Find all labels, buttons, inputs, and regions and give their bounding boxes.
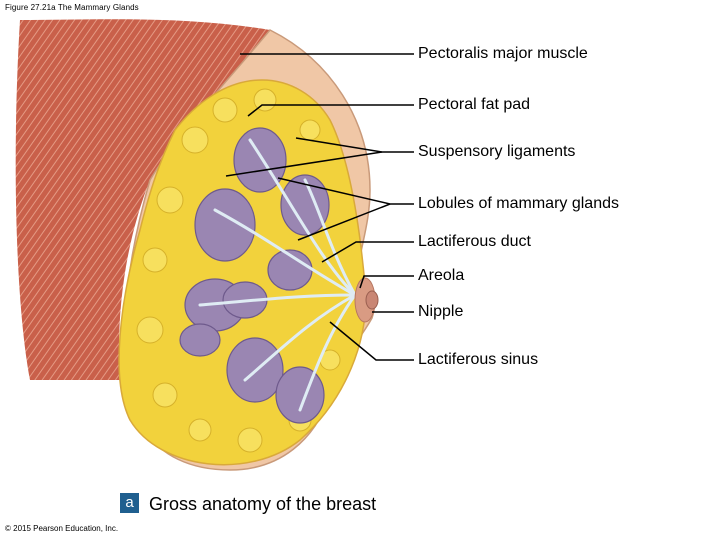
label-suspensory-ligaments: Suspensory ligaments [418, 143, 576, 160]
copyright-notice: © 2015 Pearson Education, Inc. [5, 524, 119, 533]
label-lobules-of-mammary-glands: Lobules of mammary glands [418, 195, 619, 212]
leader-line-fat-pad [247, 104, 414, 117]
label-nipple: Nipple [418, 303, 464, 320]
label-pectoral-fat-pad: Pectoral fat pad [418, 96, 531, 113]
leader-line-lobules-2 [297, 203, 391, 241]
figure-caption: Figure 27.21a The Mammary Glands [5, 3, 139, 12]
leader-line-lactiferous-duct [321, 241, 414, 263]
panel-letter-badge: a [120, 493, 139, 513]
nipple-shape [365, 290, 379, 310]
label-pectoralis-major-muscle: Pectoralis major muscle [418, 45, 588, 62]
label-lactiferous-duct: Lactiferous duct [418, 233, 531, 250]
leader-line-areola [359, 275, 414, 289]
leader-line-lactiferous-sinus [329, 321, 414, 361]
label-lactiferous-sinus: Lactiferous sinus [418, 351, 539, 368]
leader-line-suspensory-2 [225, 151, 383, 177]
label-areola: Areola [418, 267, 465, 284]
panel-title: Gross anatomy of the breast [149, 494, 377, 514]
